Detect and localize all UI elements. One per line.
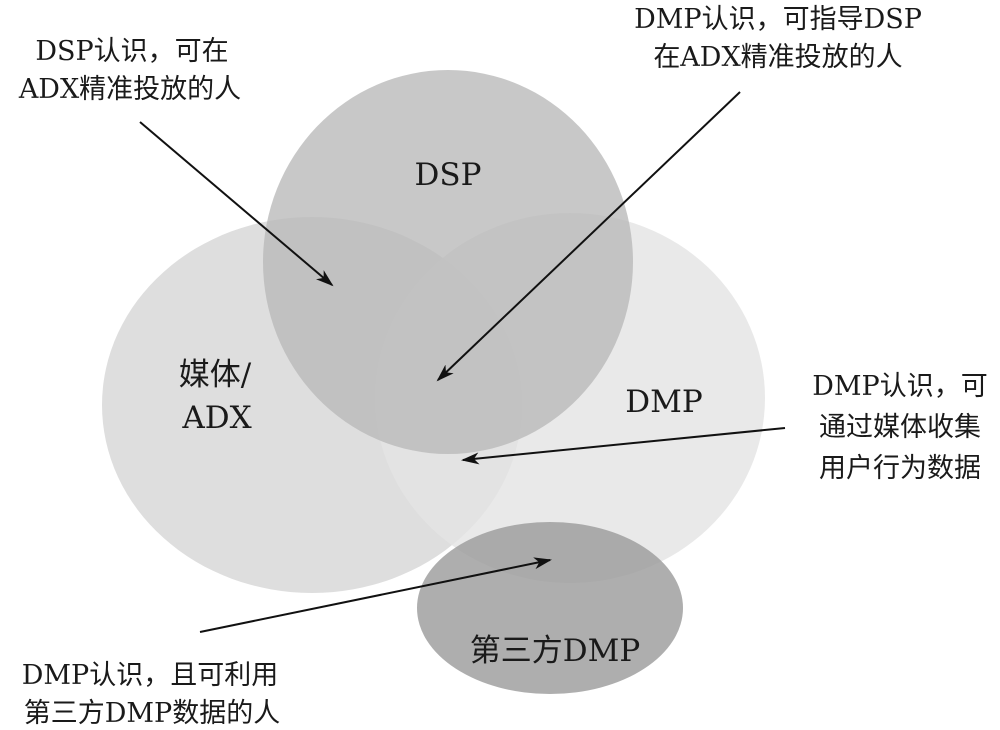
dsp-label: DSP (415, 157, 482, 193)
callout-dmp-third-party-line2: 第三方DMP数据的人 (24, 698, 280, 729)
arrow-dmp-guides-dsp (436, 91, 741, 382)
callout-dsp-adx-line2: ADX精准投放的人 (18, 74, 241, 105)
arrow-dmp-third-party (199, 557, 552, 633)
media-adx-label-line1: 媒体/ (179, 357, 252, 393)
callout-dmp-media-line2: 通过媒体收集 (819, 412, 981, 443)
dsp-circle (263, 70, 633, 454)
callout-dmp-media-line3: 用户行为数据 (819, 453, 981, 484)
callout-dmp-media-line1: DMP认识，可 (812, 371, 987, 402)
dmp-label: DMP (625, 384, 702, 420)
arrow-dmp-media (461, 427, 786, 465)
media-adx-label-line2: ADX (181, 400, 251, 436)
third-party-dmp-circle (417, 522, 683, 694)
callout-dsp-adx-line1: DSP认识，可在 (35, 36, 228, 67)
callout-dmp-guides-dsp-line2: 在ADX精准投放的人 (653, 42, 902, 73)
arrow-dsp-adx (139, 121, 334, 287)
third-party-dmp-label: 第三方DMP (470, 633, 640, 669)
callout-dmp-guides-dsp-line1: DMP认识，可指导DSP (634, 4, 922, 35)
callout-dmp-third-party-line1: DMP认识，且可利用 (22, 660, 278, 691)
